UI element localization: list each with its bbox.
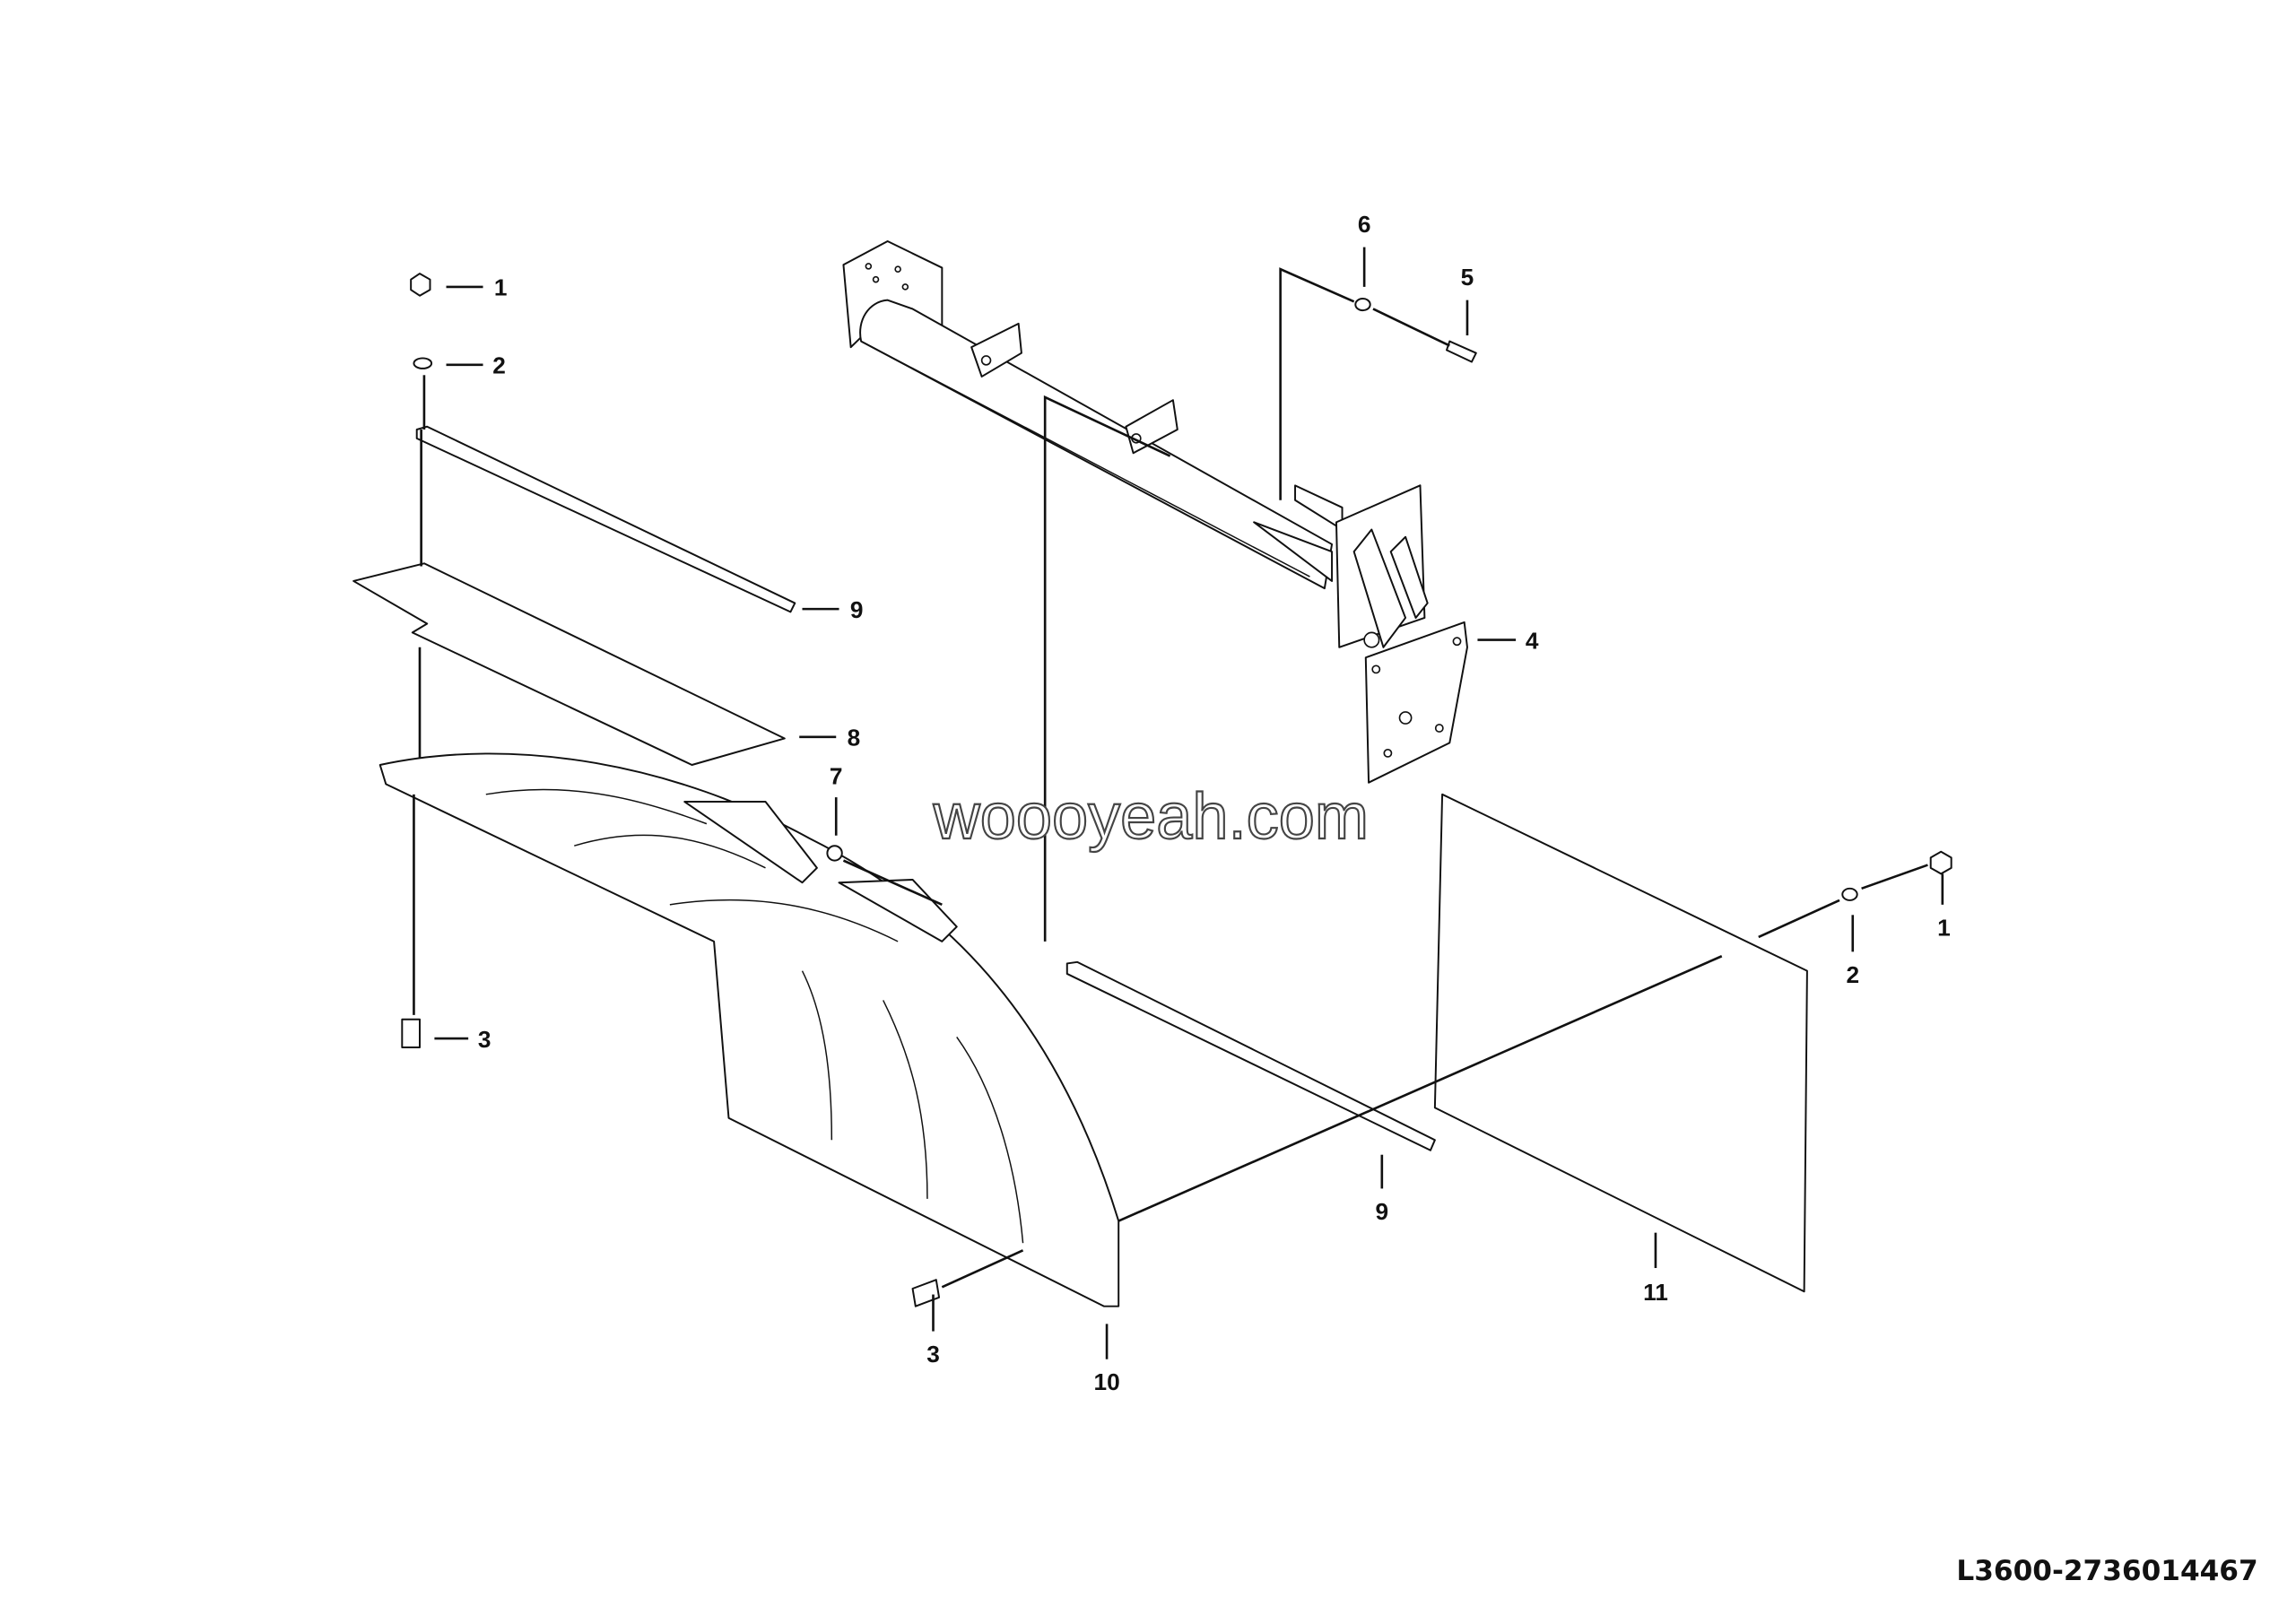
callout-9-lower: 9: [1376, 1198, 1389, 1225]
callout-5: 5: [1461, 264, 1474, 291]
strip-part-9-upper: [415, 425, 796, 613]
watermark: woooyeah.com: [933, 781, 1369, 853]
callout-9-upper: 9: [850, 596, 864, 623]
mounting-frame-part-4: [842, 240, 1468, 784]
callout-3-bottom: 3: [926, 1341, 940, 1368]
callout-1-right: 1: [1937, 914, 1951, 941]
leader-lines: [413, 247, 1944, 1359]
callout-1-upper: 1: [494, 274, 508, 301]
fender-part-10: [378, 752, 1120, 1307]
callout-2-upper: 2: [492, 352, 506, 379]
callout-4: 4: [1526, 627, 1539, 654]
panel-part-11: [1433, 793, 1808, 1293]
callout-3-left: 3: [478, 1026, 491, 1053]
drawing-code: L3600-2736014467: [1956, 1555, 2257, 1587]
callout-7: 7: [830, 762, 843, 789]
callout-8: 8: [848, 725, 861, 751]
plate-part-8: [352, 562, 786, 766]
callout-11: 11: [1643, 1279, 1668, 1306]
strip-part-9-lower: [1065, 960, 1436, 1151]
callout-10: 10: [1093, 1368, 1119, 1395]
callout-2-right: 2: [1846, 961, 1859, 988]
callout-6: 6: [1358, 211, 1371, 238]
